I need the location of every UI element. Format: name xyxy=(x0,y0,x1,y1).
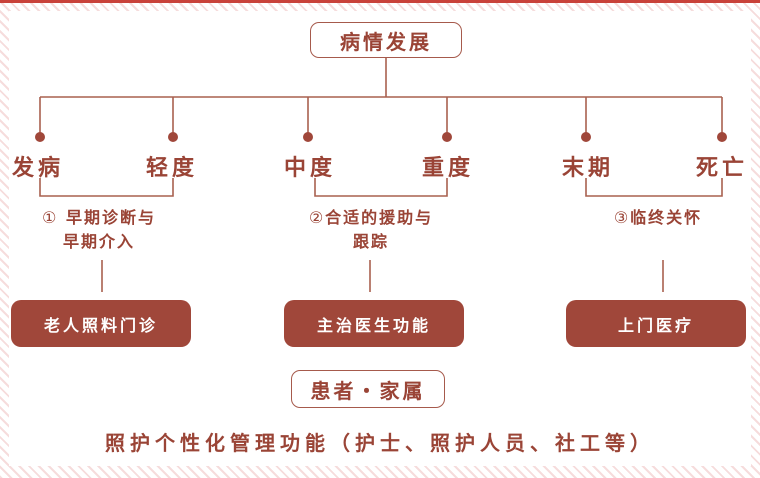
note-early-diagnosis: ① 早期诊断与 早期介入 xyxy=(14,206,184,254)
disease-progression-title: 病情发展 xyxy=(310,22,462,58)
stage-dot xyxy=(581,132,591,142)
stage-terminal: 末期 xyxy=(562,156,615,181)
stage-dot xyxy=(717,132,727,142)
stage-mild: 轻度 xyxy=(146,156,199,181)
care-management-caption: 照护个性化管理功能（护士、照护人员、社工等） xyxy=(105,431,655,455)
note-text: 合适的援助与 跟踪 xyxy=(325,208,434,251)
note-number: ② xyxy=(308,208,326,227)
stage-death: 死亡 xyxy=(696,156,749,181)
note-text: 早期诊断与 早期介入 xyxy=(62,208,156,251)
bracket-2 xyxy=(314,178,448,197)
patient-family-box: 患者・家属 xyxy=(291,370,445,408)
stage-onset: 发病 xyxy=(12,156,65,181)
note-support-tracking: ②合适的援助与 跟踪 xyxy=(286,206,456,254)
stage-severe: 重度 xyxy=(422,156,475,181)
note-text: 临终关怀 xyxy=(630,208,703,227)
service-elderly-clinic: 老人照料门诊 xyxy=(11,300,191,347)
bracket-1 xyxy=(39,178,174,197)
top-accent-bar xyxy=(0,0,760,3)
service-attending-physician: 主治医生功能 xyxy=(284,300,464,347)
note-number: ① xyxy=(42,208,59,227)
service-home-medical: 上门医疗 xyxy=(566,300,746,347)
stage-dot xyxy=(303,132,313,142)
note-end-of-life: ③临终关怀 xyxy=(578,206,738,230)
bracket-3 xyxy=(585,178,723,197)
stage-moderate: 中度 xyxy=(284,156,337,181)
note-number: ③ xyxy=(613,208,631,227)
stage-dot xyxy=(442,132,452,142)
stage-dot xyxy=(168,132,178,142)
stage-dot xyxy=(35,132,45,142)
